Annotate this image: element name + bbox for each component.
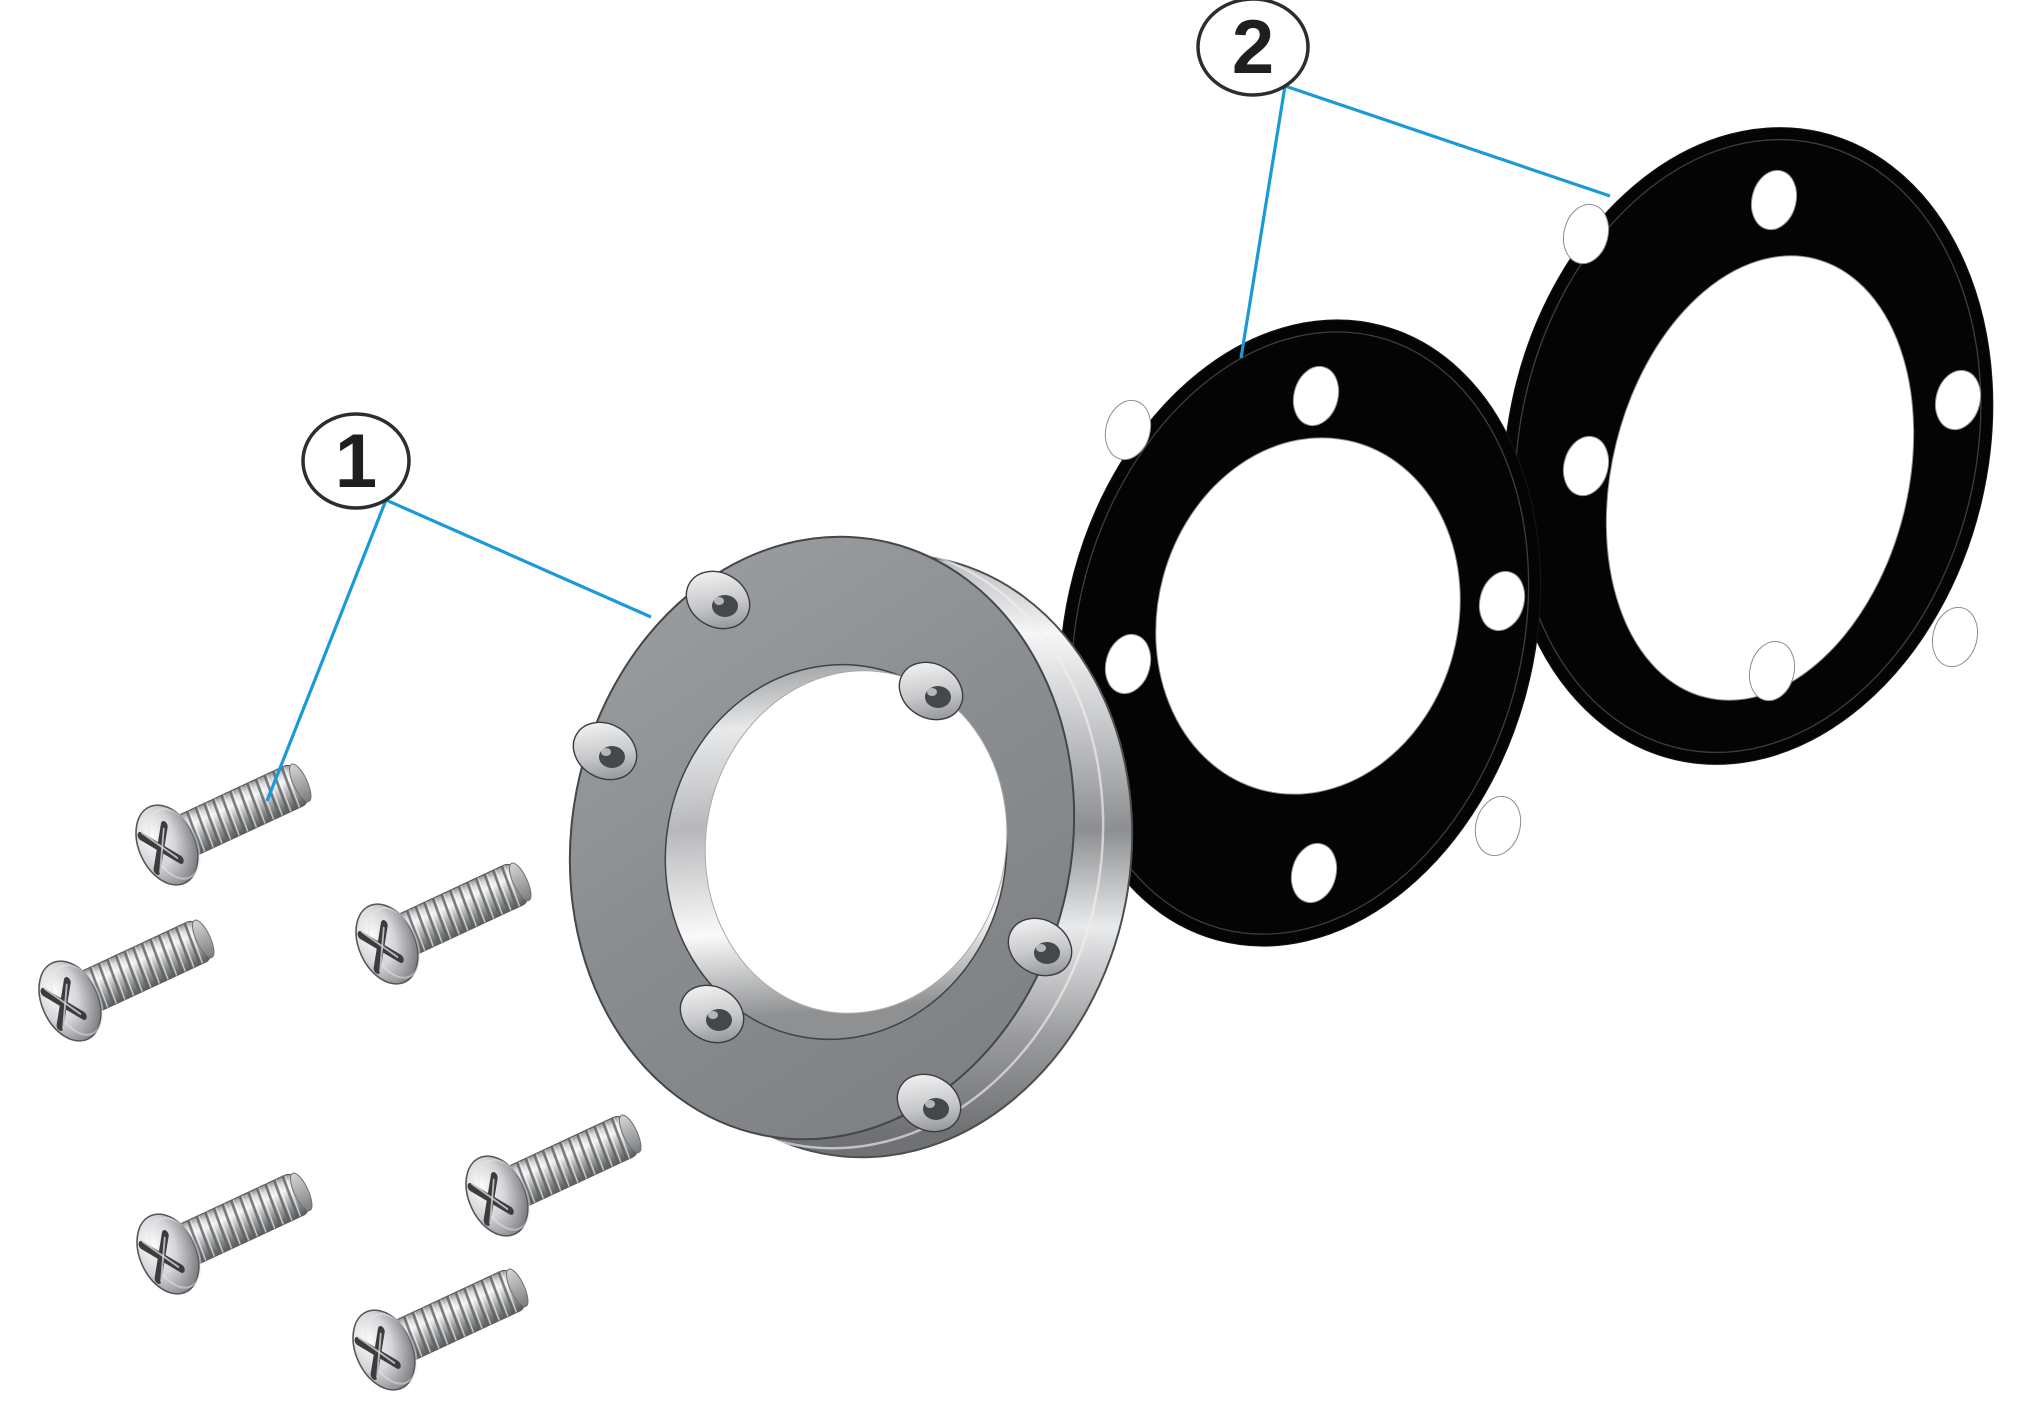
- pan-head-screw[interactable]: [27, 898, 227, 1051]
- bolt-hole: [1478, 570, 1526, 632]
- bolt-hole: [1562, 203, 1610, 265]
- gasket-right-edge-highlight: [1514, 138, 1982, 754]
- gasket-left[interactable]: [992, 265, 1609, 1000]
- pan-head-screw[interactable]: [344, 841, 544, 994]
- screw-set[interactable]: [27, 742, 654, 1400]
- countersunk-hole: [572, 721, 638, 781]
- flange-countersunk-holes: [572, 570, 1073, 1133]
- countersunk-hole: [679, 984, 745, 1044]
- gasket-right-center-hole: [1605, 255, 1915, 701]
- balloon-2-label: 2: [1232, 5, 1274, 90]
- flange[interactable]: [519, 493, 1183, 1201]
- bolt-hole: [1104, 399, 1152, 461]
- flange-bore-hole: [704, 670, 1008, 1014]
- bolt-hole: [1934, 369, 1982, 431]
- gasket-right[interactable]: [1442, 78, 2033, 813]
- countersunk-hole: [898, 661, 964, 721]
- gasket-left-bolt-holes: [1104, 365, 1526, 904]
- bolt-hole: [1750, 169, 1798, 231]
- pan-head-screw[interactable]: [125, 1151, 325, 1304]
- countersunk-hole: [896, 1073, 962, 1133]
- bolt-hole: [1290, 842, 1338, 904]
- balloon-1-circle: [301, 412, 411, 510]
- bolt-hole: [1104, 633, 1152, 695]
- bolt-hole: [1474, 795, 1522, 857]
- bolt-hole: [1562, 435, 1610, 497]
- bolt-hole: [1292, 365, 1340, 427]
- callout-balloon-2[interactable]: 2: [1196, 0, 1310, 97]
- countersunk-hole: [1007, 917, 1073, 977]
- callout-balloon-1[interactable]: 1: [301, 412, 411, 510]
- pan-head-screw[interactable]: [454, 1093, 654, 1246]
- gasket-right-bolt-holes: [1562, 169, 1982, 702]
- countersunk-hole: [685, 570, 751, 630]
- pan-head-screw[interactable]: [341, 1247, 541, 1400]
- balloon-1-label: 1: [335, 419, 377, 504]
- gasket-left-center-hole: [1155, 437, 1461, 795]
- bolt-hole: [1748, 640, 1796, 702]
- gasket-left-edge-highlight: [1070, 331, 1530, 935]
- balloon-2-circle: [1196, 0, 1310, 97]
- bolt-hole: [1931, 606, 1979, 668]
- pan-head-screw[interactable]: [124, 742, 324, 895]
